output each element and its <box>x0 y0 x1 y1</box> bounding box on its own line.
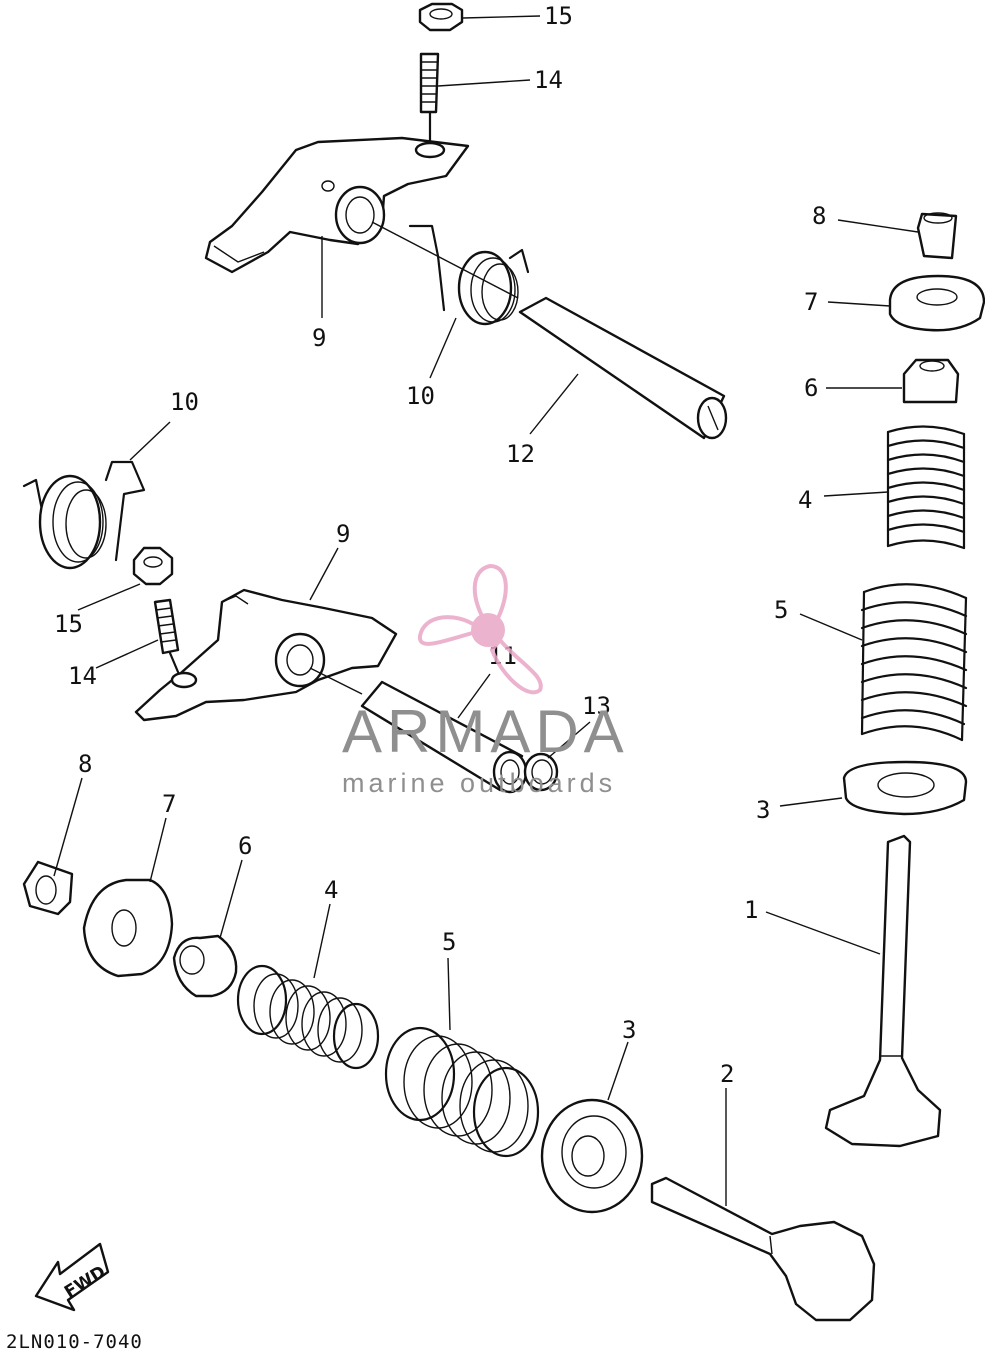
callout-9: 9 <box>336 520 350 548</box>
right-spring-retainer <box>888 274 985 332</box>
callout-6: 6 <box>804 374 818 402</box>
left-spring-retainer <box>82 878 174 978</box>
callout-15: 15 <box>54 610 83 638</box>
callout-12: 12 <box>506 440 535 468</box>
left-stem-seal <box>172 934 238 998</box>
callout-8: 8 <box>812 202 826 230</box>
callout-6: 6 <box>238 832 252 860</box>
leader-lines <box>53 15 919 1206</box>
armada-watermark: ARMADA marine outboards <box>342 563 629 798</box>
callout-3: 3 <box>622 1016 636 1044</box>
callout-13: 13 <box>582 692 611 720</box>
right-valve-cotter <box>916 212 958 260</box>
callout-15: 15 <box>544 2 573 30</box>
callout-14: 14 <box>68 662 97 690</box>
upper-rocker-spring <box>408 224 530 326</box>
lower-rocker-arm <box>134 588 398 722</box>
callout-9: 9 <box>312 324 326 352</box>
callout-1: 1 <box>744 896 758 924</box>
right-inner-spring <box>886 425 966 550</box>
watermark-brand: ARMADA <box>342 698 629 765</box>
callout-14: 14 <box>534 66 563 94</box>
upper-adjusting-screw <box>419 52 440 142</box>
o-ring <box>523 752 559 792</box>
left-valve-cotter <box>22 860 74 916</box>
callout-8: 8 <box>78 750 92 778</box>
left-inner-spring <box>236 964 380 1070</box>
callout-numbers: 15 14 9 10 12 10 9 15 14 11 13 8 7 6 4 5… <box>54 2 826 1088</box>
propeller-hub <box>471 613 505 647</box>
intake-valve <box>824 834 942 1148</box>
callout-7: 7 <box>162 790 176 818</box>
callout-10: 10 <box>406 382 435 410</box>
diagram-code: 2LN010-7040 <box>6 1331 143 1353</box>
watermark-tagline: marine outboards <box>342 768 616 798</box>
lower-rocker-spring <box>22 460 146 570</box>
callout-10: 10 <box>170 388 199 416</box>
right-stem-seal <box>902 358 960 404</box>
lower-adjusting-screw <box>153 598 180 674</box>
exhaust-valve <box>650 1176 876 1322</box>
upper-rocker-arm <box>204 136 470 274</box>
upper-lock-nut <box>418 2 464 32</box>
right-spring-seat <box>842 760 968 816</box>
right-outer-spring <box>860 583 968 742</box>
propeller-logo-icon <box>418 563 543 695</box>
callout-4: 4 <box>324 876 338 904</box>
callout-5: 5 <box>442 928 456 956</box>
callout-5: 5 <box>774 596 788 624</box>
callout-2: 2 <box>720 1060 734 1088</box>
lower-lock-nut <box>132 546 174 586</box>
callout-3: 3 <box>756 796 770 824</box>
lower-rocker-shaft <box>309 667 528 794</box>
callout-7: 7 <box>804 288 818 316</box>
left-outer-spring <box>384 1026 540 1158</box>
upper-rocker-shaft <box>371 221 728 440</box>
left-spring-seat <box>540 1098 644 1214</box>
callout-4: 4 <box>798 486 812 514</box>
fwd-arrow: FWD <box>34 1242 109 1312</box>
